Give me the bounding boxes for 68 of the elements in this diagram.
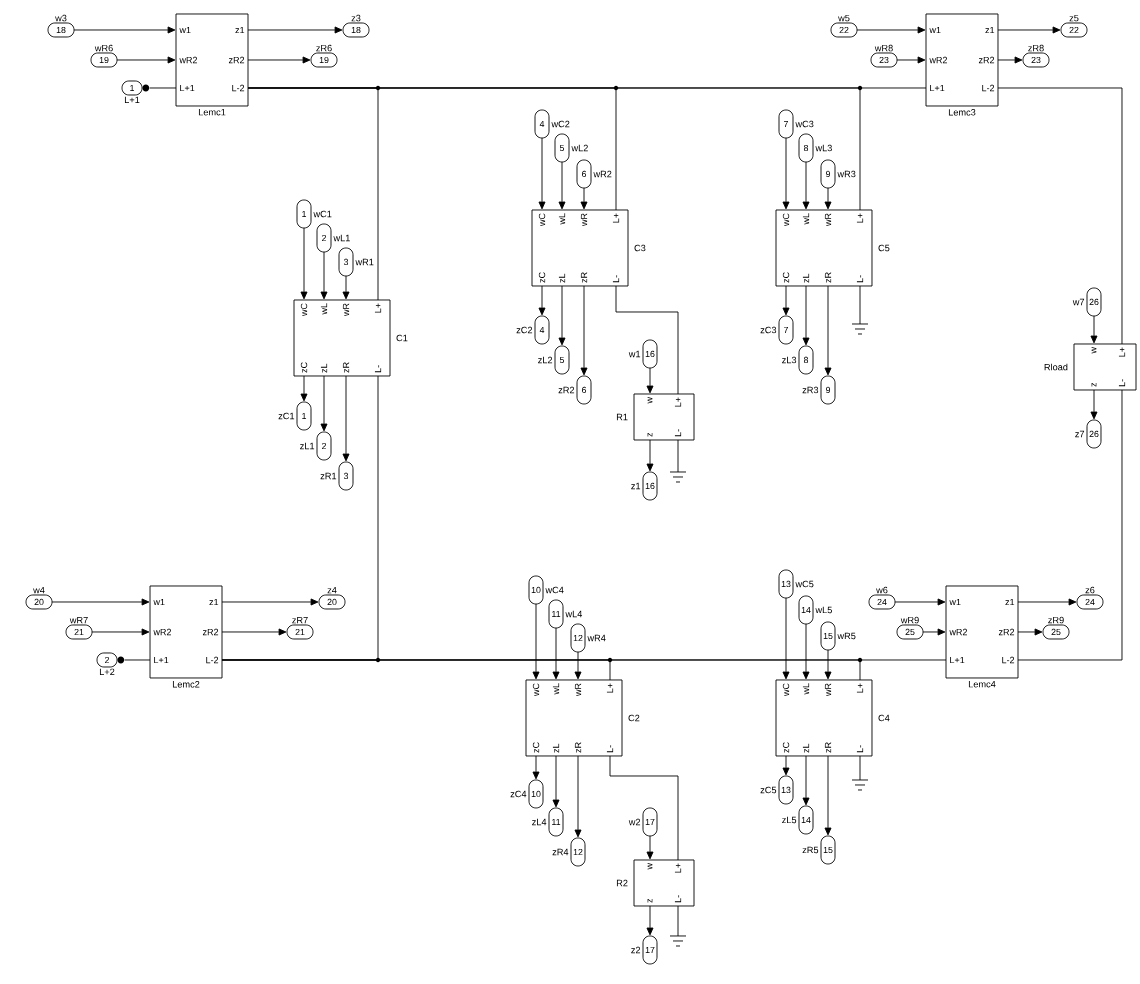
signal-arrow <box>1090 315 1098 344</box>
connection-line <box>859 285 861 321</box>
signal-arrow <box>247 56 311 64</box>
signal-arrow <box>320 251 328 300</box>
ground-symbol <box>851 775 869 791</box>
connection-line <box>609 755 679 861</box>
signal-arrow <box>558 285 566 346</box>
signal-arrow <box>552 755 560 808</box>
signal-arrow <box>221 628 287 636</box>
signal-arrow <box>896 56 926 64</box>
connection-line <box>149 87 177 89</box>
connection-line <box>677 439 679 469</box>
signal-arrow <box>320 375 328 432</box>
signal-arrow <box>782 137 790 210</box>
connection-line <box>221 659 861 681</box>
signal-arrow <box>300 375 308 402</box>
signal-arrow <box>574 651 582 680</box>
connection-line <box>615 285 679 395</box>
connection-line <box>677 905 679 933</box>
signal-arrow <box>824 187 832 210</box>
signal-arrow <box>116 56 176 64</box>
connection-line <box>1017 389 1123 661</box>
signal-arrow <box>646 835 654 860</box>
signal-arrow <box>802 161 810 210</box>
signal-arrow <box>646 439 654 472</box>
signal-arrow <box>51 598 150 606</box>
signal-arrow <box>342 375 350 462</box>
signal-arrow <box>1017 598 1077 606</box>
signal-arrow <box>997 56 1023 64</box>
signal-arrow <box>997 26 1061 34</box>
signal-arrow <box>802 285 810 346</box>
signal-arrow <box>300 227 308 300</box>
signal-arrow <box>782 755 790 776</box>
signal-arrow <box>1090 389 1098 420</box>
ground-symbol <box>669 931 687 947</box>
signal-arrow <box>782 597 790 680</box>
signal-arrow <box>802 755 810 806</box>
ground-symbol <box>851 319 869 335</box>
signal-arrow <box>922 628 946 636</box>
signal-arrow <box>532 755 540 780</box>
connection-line <box>124 659 151 661</box>
signal-arrow <box>782 285 790 316</box>
signal-arrow <box>824 755 832 836</box>
signal-arrow <box>552 627 560 680</box>
signal-arrow <box>894 598 946 606</box>
signal-arrow <box>91 628 150 636</box>
signal-arrow <box>856 26 926 34</box>
connection-line <box>247 87 861 211</box>
signal-arrow <box>247 26 343 34</box>
signal-arrow <box>342 275 350 300</box>
connection-line <box>859 755 861 777</box>
signal-arrow <box>580 285 588 376</box>
signal-arrow <box>574 755 582 838</box>
signal-arrow <box>73 26 176 34</box>
signal-arrow <box>580 187 588 210</box>
signal-arrow <box>558 161 566 210</box>
signal-arrow <box>824 285 832 376</box>
signal-arrow <box>802 623 810 680</box>
signal-arrow <box>532 603 540 680</box>
signal-arrow <box>824 649 832 680</box>
signal-arrow <box>1017 628 1043 636</box>
connection-line <box>997 87 1123 345</box>
signal-arrow <box>221 598 319 606</box>
signal-arrow <box>646 905 654 936</box>
signal-arrow <box>538 137 546 210</box>
signal-arrow <box>646 367 654 394</box>
ground-symbol <box>669 467 687 483</box>
signal-arrow <box>538 285 546 316</box>
